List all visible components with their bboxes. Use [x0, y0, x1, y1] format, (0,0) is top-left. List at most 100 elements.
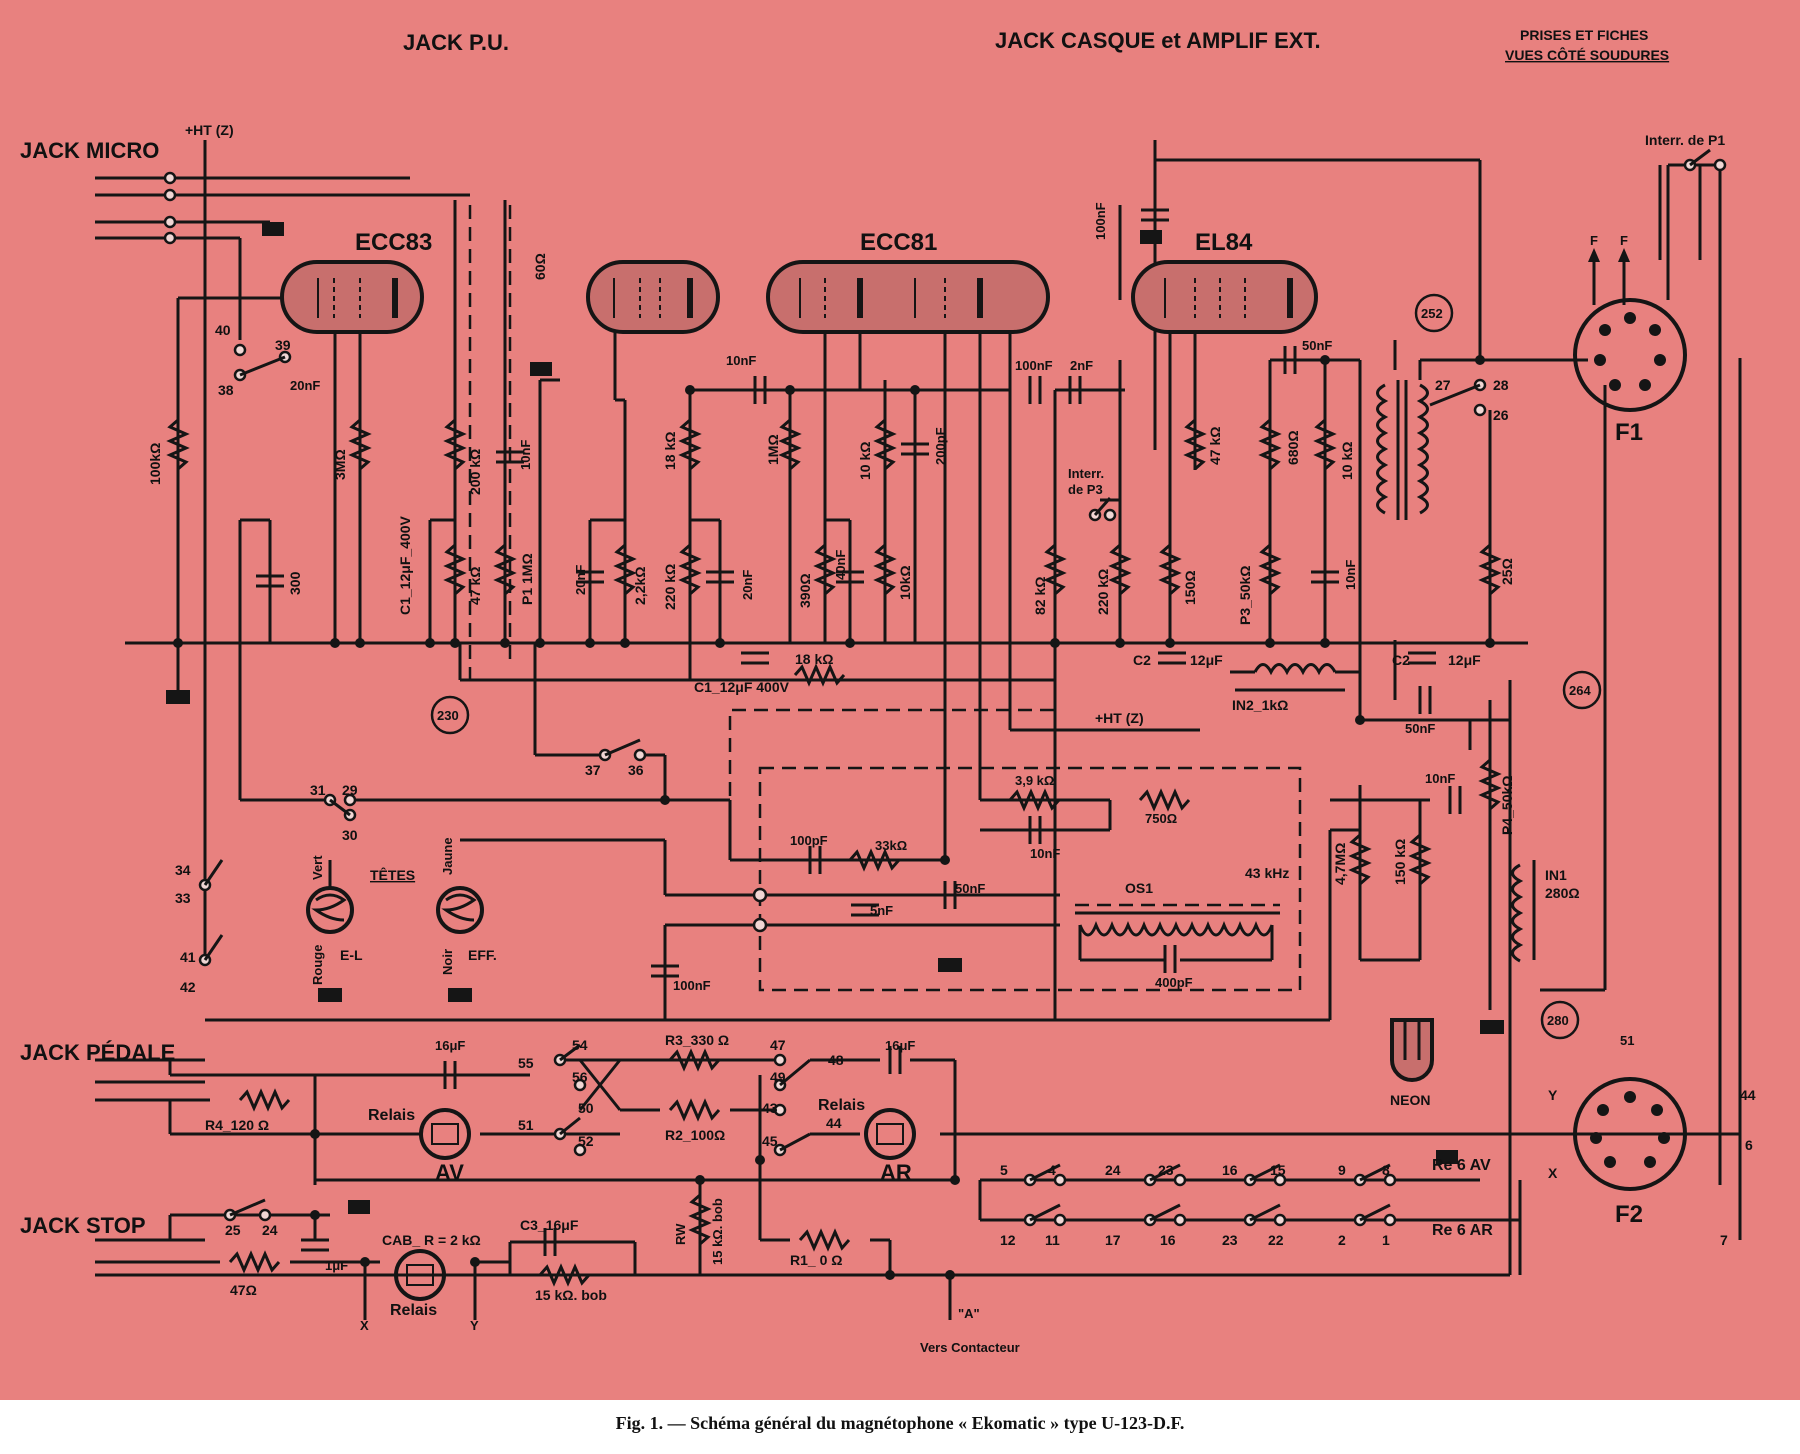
capacitor [1283, 346, 1297, 374]
label-re6ar: Re 6 AR [1432, 1222, 1493, 1239]
label-c1-12-b: C1_12μF 400V [694, 679, 790, 695]
label-n252: 252 [1421, 306, 1443, 321]
label-r200k: 200 kΩ [467, 449, 483, 495]
resistor [1348, 833, 1372, 886]
label-c20nf-c: 20nF [740, 570, 755, 600]
label-c1uf: 1μF [325, 1258, 348, 1273]
devices [163, 148, 1727, 1301]
label-n55: 55 [518, 1055, 534, 1071]
label-c10nf-a: 10nF [518, 440, 533, 470]
capacitor [443, 1061, 457, 1089]
label-interr-p1: Interr. de P1 [1645, 132, 1725, 148]
label-c20nf-b: 20nF [573, 565, 588, 595]
capacitor [706, 570, 734, 584]
label-n49: 49 [770, 1069, 786, 1085]
label-n38: 38 [218, 382, 234, 398]
label-cab: CAB_ R = 2 kΩ [382, 1232, 481, 1248]
label-p3-50k: P3_50kΩ [1237, 566, 1253, 626]
capacitor [1448, 786, 1462, 814]
label-tetes: TÊTES [370, 866, 415, 883]
label-neon: NEON [1390, 1092, 1430, 1108]
label-el: E-L [340, 947, 363, 963]
resistor [688, 1193, 712, 1246]
labels: JACK P.U. JACK CASQUE et AMPLIF EXT. PRI… [20, 27, 1756, 1355]
label-n44: 44 [826, 1115, 842, 1131]
resistor [1408, 833, 1432, 886]
resistor [1108, 543, 1132, 596]
label-c100nf-top: 100nF [1093, 202, 1108, 240]
label-el84: EL84 [1195, 229, 1253, 256]
figure-caption: Fig. 1. — Schéma général du magnétophone… [0, 1400, 1800, 1454]
label-prises-2: VUES CÔTÉ SOUDURES [1505, 46, 1669, 63]
capacitor [901, 442, 929, 456]
label-n25: 25 [225, 1222, 241, 1238]
label-r47k: 47 kΩ [467, 567, 483, 605]
resistor [778, 418, 802, 471]
schematic-svg: JACK P.U. JACK CASQUE et AMPLIF EXT. PRI… [20, 27, 1756, 1355]
label-r3m: 3MΩ [332, 449, 348, 480]
label-s8: 8 [1382, 1162, 1390, 1178]
label-s22: 22 [1268, 1232, 1284, 1248]
label-r10k-c: 10kΩ [897, 565, 913, 600]
label-r150k: 150 kΩ [1392, 839, 1408, 885]
neon-lamp-icon [1390, 1018, 1434, 1082]
label-s16b: 16 [1160, 1232, 1176, 1248]
capacitor [1408, 651, 1436, 665]
label-n41: 41 [180, 949, 196, 965]
relay-ar-icon [864, 1108, 916, 1160]
capacitor [1158, 651, 1186, 665]
capacitor [1163, 945, 1177, 973]
label-r390: 390Ω [797, 573, 813, 608]
label-n56: 56 [572, 1069, 588, 1085]
label-c20nf: 20nF [290, 378, 320, 393]
label-p1-1m: P1 1MΩ [519, 553, 535, 605]
label-n7: 7 [1720, 1232, 1728, 1248]
label-rw-2: 15 kΩ. bob [710, 1198, 725, 1265]
label-interr-p3-1: Interr. [1068, 466, 1104, 481]
label-r15k-bob: 15 kΩ. bob [535, 1287, 607, 1303]
label-n264: 264 [1569, 683, 1591, 698]
resistor [1138, 788, 1191, 812]
label-f1: F1 [1615, 419, 1643, 446]
label-s16: 16 [1222, 1162, 1238, 1178]
switch-blades [203, 148, 1711, 1222]
label-c10nf-c: 10nF [1343, 560, 1358, 590]
capacitor [1311, 570, 1339, 584]
capacitor [1418, 686, 1432, 714]
label-interr-p3-2: de P3 [1068, 482, 1103, 497]
in2-choke [1230, 663, 1360, 692]
label-c2-a-val: 12μF [1190, 652, 1223, 668]
resistor [1258, 418, 1282, 471]
label-n28: 28 [1493, 377, 1509, 393]
resistor [873, 543, 897, 596]
label-r10k-a: 10 kΩ [857, 442, 873, 480]
label-s9: 9 [1338, 1162, 1346, 1178]
label-c10nf-b: 10nF [726, 353, 756, 368]
label-s17: 17 [1105, 1232, 1121, 1248]
resistor [493, 543, 517, 596]
capacitor [1028, 816, 1042, 844]
label-s11: 11 [1045, 1232, 1060, 1248]
label-n51-top: 51 [1620, 1033, 1634, 1048]
label-s24: 24 [1105, 1162, 1121, 1178]
resistor [1183, 418, 1207, 471]
label-n47: 47 [770, 1037, 786, 1053]
tube-ecc81-b [766, 260, 1050, 334]
capacitor [808, 846, 822, 874]
tube-ecc83 [280, 260, 424, 334]
capacitor [576, 570, 604, 584]
label-c2-a: C2 [1133, 652, 1151, 668]
label-n51: 51 [518, 1117, 534, 1133]
label-c100nf-b: 100nF [1015, 358, 1053, 373]
capacitor [301, 1238, 329, 1252]
tube-el84 [1131, 260, 1318, 334]
label-r82k: 82 kΩ [1032, 577, 1048, 615]
resistor [798, 1228, 851, 1252]
ground-symbols [166, 222, 1504, 1214]
schematic-sheet: JACK P.U. JACK CASQUE et AMPLIF EXT. PRI… [0, 0, 1800, 1400]
label-r2-2k: 2,2kΩ [632, 567, 648, 605]
label-ht-mid: +HT (Z) [1095, 710, 1144, 726]
label-n37: 37 [585, 762, 601, 778]
label-n30: 30 [342, 827, 358, 843]
resistor [443, 418, 467, 471]
